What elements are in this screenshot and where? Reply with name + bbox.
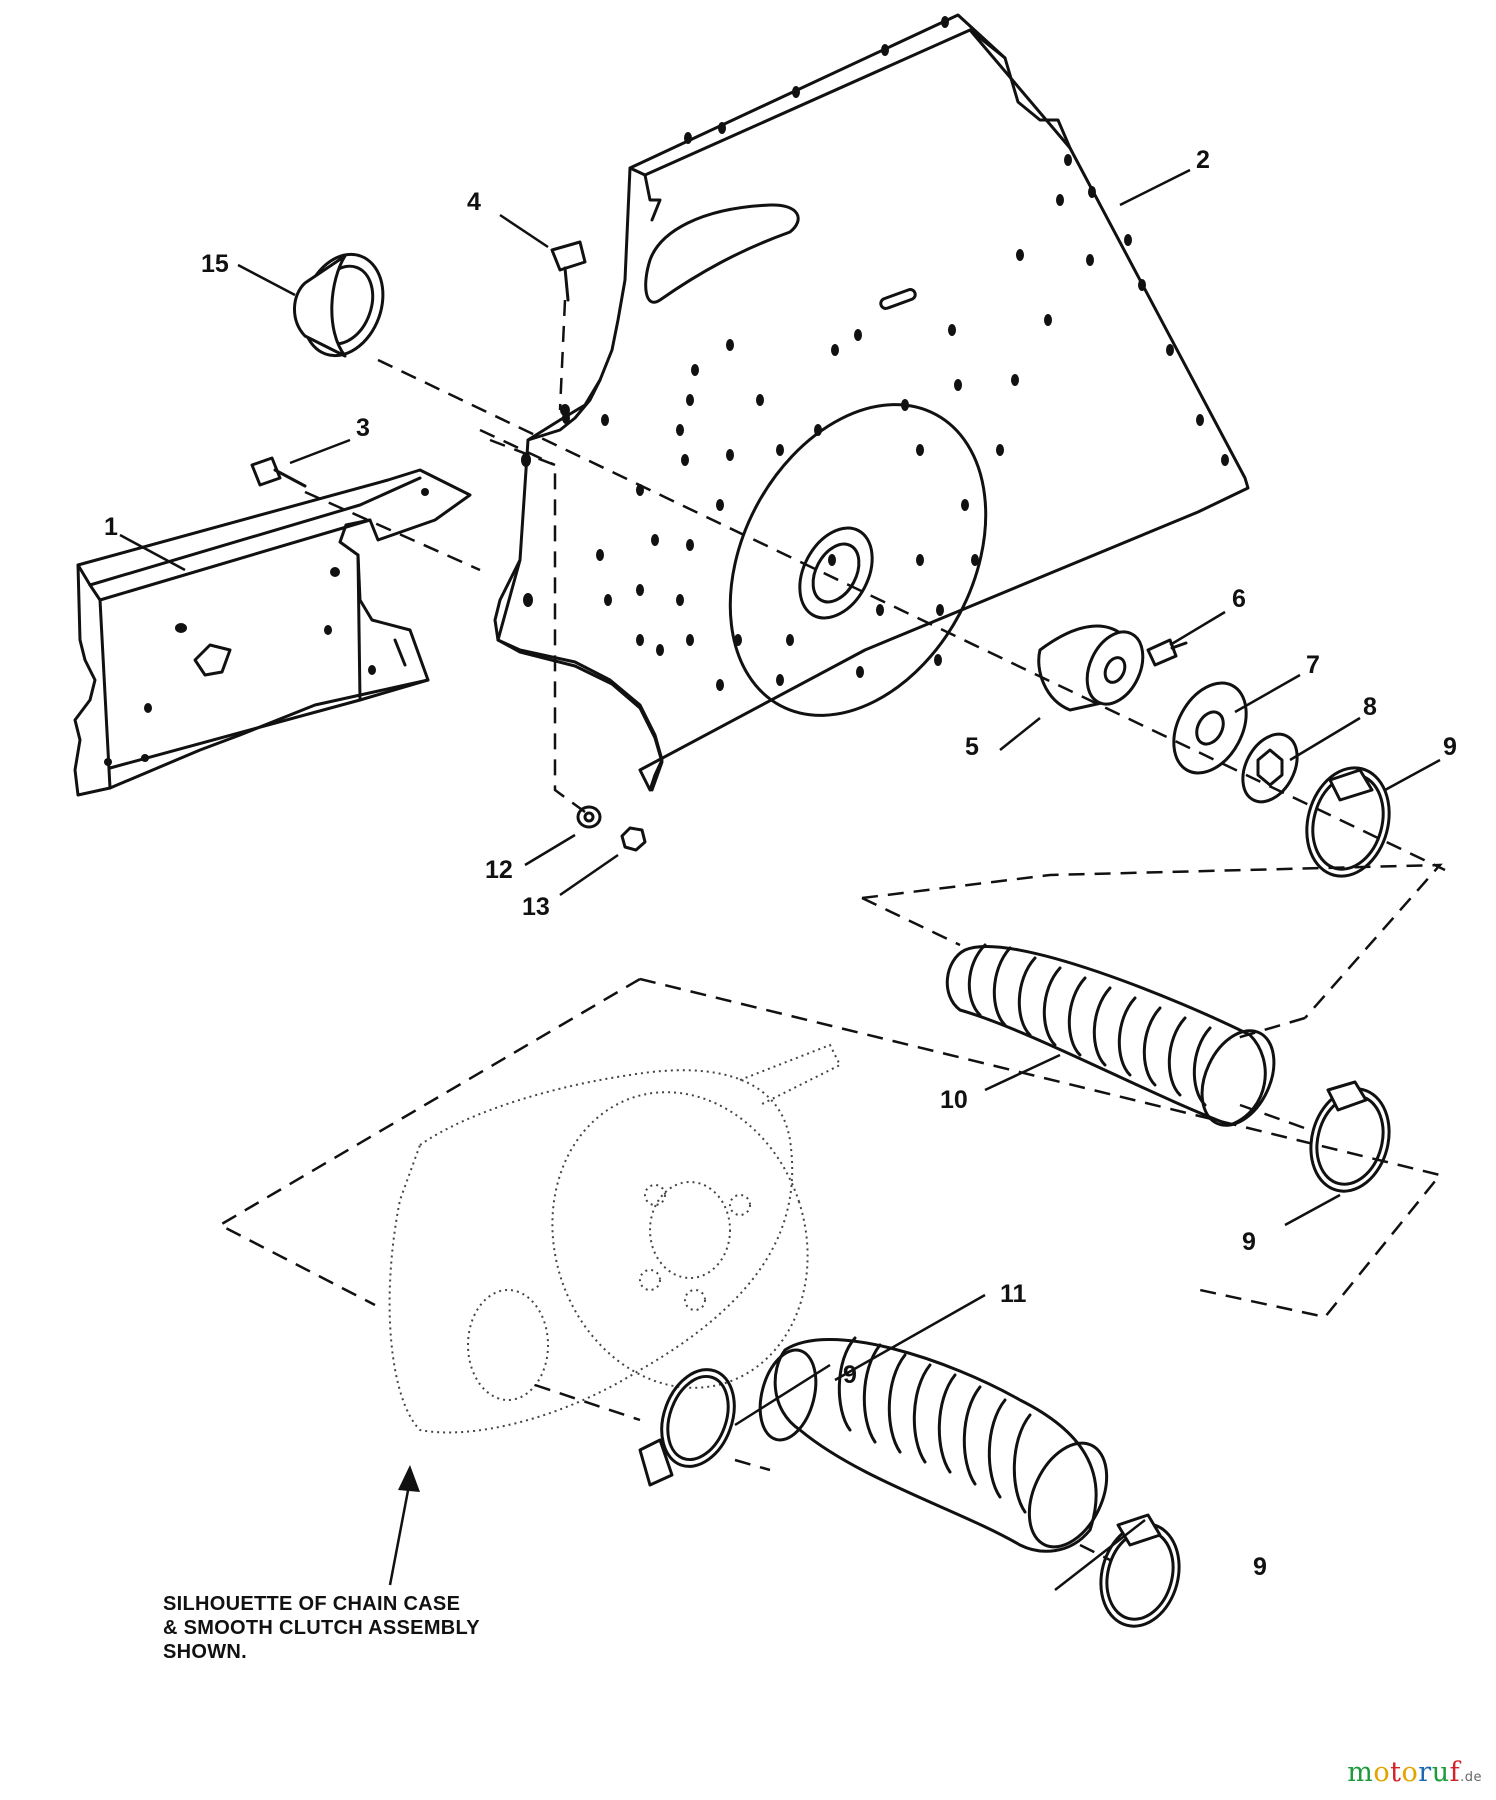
callout-9-lower-right: 9 xyxy=(1253,1553,1267,1581)
chain-case-silhouette xyxy=(388,1043,842,1434)
callout-9-middle: 9 xyxy=(1242,1228,1256,1256)
callout-9-upper: 9 xyxy=(1443,733,1457,761)
callout-15: 15 xyxy=(201,250,229,278)
fitting-6 xyxy=(1146,638,1188,667)
bushing-15 xyxy=(293,252,385,358)
callout-11: 11 xyxy=(1000,1280,1027,1308)
spacer-5 xyxy=(1037,624,1145,712)
watermark-letter: o xyxy=(1401,1757,1419,1788)
callout-6: 6 xyxy=(1232,585,1246,613)
callout-9-lower-left: 9 xyxy=(843,1361,857,1389)
lockwasher-8 xyxy=(1241,732,1299,804)
hose-clamp-9-middle xyxy=(1309,1080,1391,1193)
callout-3: 3 xyxy=(356,414,370,442)
callout-4: 4 xyxy=(467,188,481,216)
bolt-4 xyxy=(550,240,587,302)
callout-8: 8 xyxy=(1363,693,1377,721)
motoruf-watermark-logo: motoruf.de xyxy=(1347,1757,1482,1788)
watermark-letter: u xyxy=(1431,1757,1450,1788)
hose-clamp-9-lower-right xyxy=(1099,1513,1181,1628)
bracket-part xyxy=(73,468,472,797)
callout-13: 13 xyxy=(522,893,550,921)
hose-clamp-9-lower-left xyxy=(638,1368,736,1487)
silhouette-note: SILHOUETTE OF CHAIN CASE & SMOOTH CLUTCH… xyxy=(163,1593,480,1663)
watermark-letter: t xyxy=(1390,1757,1402,1788)
side-panel-part xyxy=(493,13,1250,792)
washer-7 xyxy=(1172,681,1248,775)
callout-labels: 1 2 3 4 5 6 7 8 9 10 9 9 11 9 12 13 15 xyxy=(104,146,1457,1581)
boot-11 xyxy=(758,1336,1109,1553)
callout-7: 7 xyxy=(1306,651,1320,679)
watermark-letters: motoruf xyxy=(1347,1757,1460,1788)
watermark-letter: r xyxy=(1418,1757,1432,1788)
hose-clamp-9-upper xyxy=(1305,766,1391,878)
leader-lines xyxy=(119,168,1441,1591)
callout-2: 2 xyxy=(1196,146,1210,174)
boot-10 xyxy=(945,943,1276,1127)
callout-5: 5 xyxy=(965,733,979,761)
watermark-letter: m xyxy=(1347,1757,1374,1788)
assembly-lines xyxy=(217,299,1446,1562)
watermark-letter: o xyxy=(1373,1757,1391,1788)
nut-13 xyxy=(620,826,647,852)
callout-10: 10 xyxy=(940,1086,968,1114)
callout-1: 1 xyxy=(104,513,118,541)
bolt-3 xyxy=(250,456,307,488)
watermark-letter: f xyxy=(1449,1757,1461,1788)
watermark-suffix: .de xyxy=(1460,1770,1482,1785)
callout-12: 12 xyxy=(485,856,513,884)
